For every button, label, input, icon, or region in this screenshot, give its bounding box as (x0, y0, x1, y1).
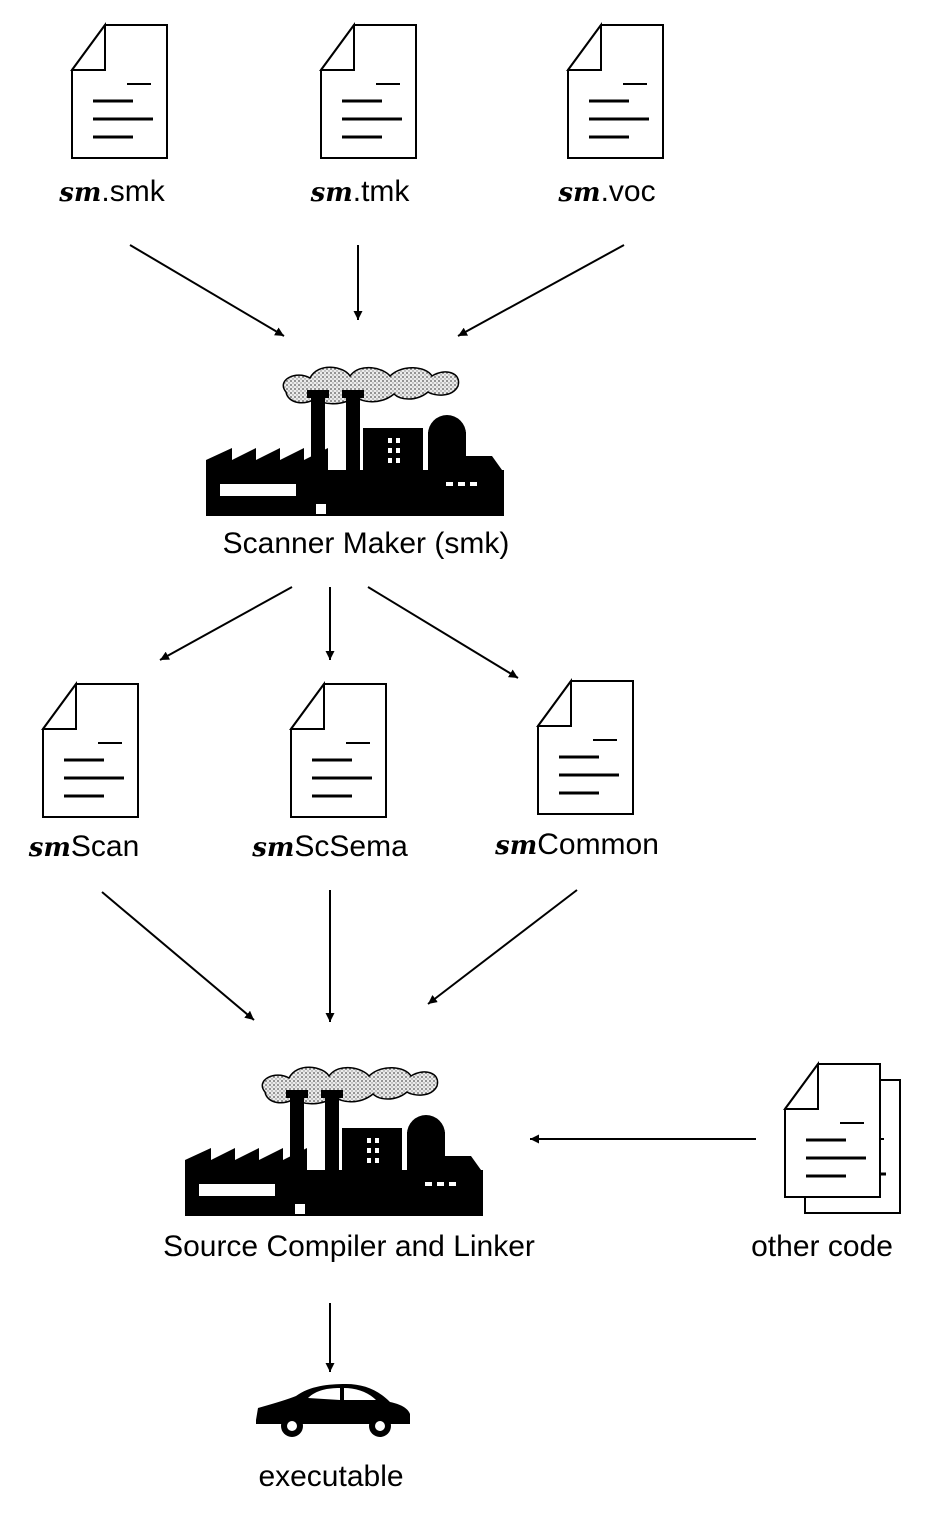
compiler-label: Source Compiler and Linker (163, 1230, 535, 1263)
flow-arrow (159, 586, 293, 661)
document-icon (70, 23, 169, 160)
other-code-label: other code (751, 1230, 893, 1263)
document-icon (566, 23, 665, 160)
flow-arrow (367, 586, 519, 679)
document-icon (289, 682, 388, 819)
document-icon (319, 23, 418, 160)
output-file-label-scsema: smScSema (251, 830, 408, 863)
flow-arrow (129, 244, 285, 337)
scanner-maker-label: Scanner Maker (smk) (223, 527, 510, 560)
output-file-label-common: smCommon (494, 828, 659, 861)
input-file-label-voc: sm.voc (557, 175, 655, 208)
document-icon (536, 679, 635, 816)
output-file-label-scan: smScan (28, 830, 140, 863)
factory-icon (184, 1066, 484, 1217)
car-icon (256, 1384, 410, 1437)
factory-icon (205, 366, 505, 517)
flow-arrow (101, 891, 255, 1021)
flow-arrow (427, 889, 578, 1005)
input-file-label-tmk: sm.tmk (310, 175, 411, 208)
input-file-label-smk: sm.smk (58, 175, 165, 208)
flow-arrow (457, 244, 625, 337)
document-icon (41, 682, 140, 819)
executable-label: executable (258, 1460, 403, 1493)
stacked-documents-icon (783, 1062, 902, 1215)
